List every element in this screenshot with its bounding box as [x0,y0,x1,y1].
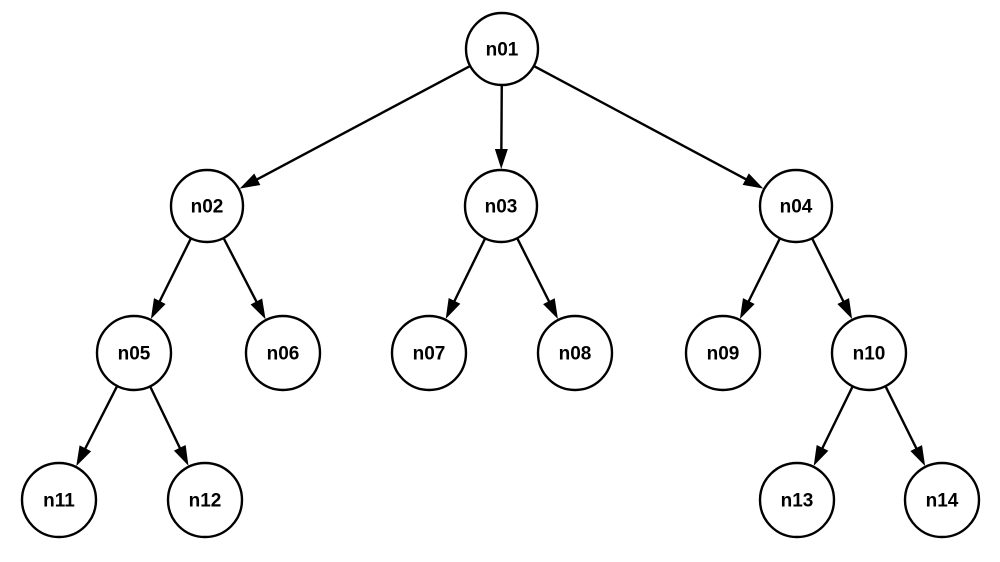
node-circle-n07[interactable] [390,314,468,392]
edge-n02-to-n06 [222,238,266,320]
arrow-head-icon [837,298,853,319]
node-circle-n10[interactable] [830,314,908,392]
edge-n05-to-n12 [149,386,189,466]
arrow-head-icon [76,445,92,467]
node-label-n08: n08 [559,344,592,365]
arrow-head-icon [910,445,926,466]
edge-n03-to-n07 [445,238,486,319]
node-circle-n02[interactable] [169,168,245,244]
node-n12[interactable]: n12 [166,461,244,539]
node-n14[interactable]: n14 [903,461,981,539]
edge-n03-to-n08 [516,238,558,320]
node-n13[interactable]: n13 [758,461,836,539]
arrow-head-icon [239,173,261,189]
edge-n05-to-n11 [76,386,118,467]
node-n04[interactable]: n04 [758,168,834,244]
arrow-head-icon [494,148,508,169]
node-n07[interactable]: n07 [390,314,468,392]
node-circle-n06[interactable] [244,314,322,392]
edge-n10-to-n13 [813,386,854,466]
node-label-n11: n11 [43,491,75,512]
edge-n04-to-n10 [811,238,853,319]
node-label-n10: n10 [853,344,886,365]
node-n03[interactable]: n03 [463,168,539,244]
nodes-layer: n01 n02 n03 n04 n05 n06 n07 n08 n09 n10 n11 n12 n13 n… [20,11,981,539]
node-label-n03: n03 [485,197,518,218]
node-n08[interactable]: n08 [536,314,614,392]
node-circle-n12[interactable] [166,461,244,539]
node-n10[interactable]: n10 [830,314,908,392]
arrow-head-icon [445,298,461,319]
arrow-head-icon [173,444,189,466]
arrow-head-icon [742,173,764,189]
arrow-head-icon [739,298,755,319]
arrow-head-icon [150,298,166,319]
node-label-n05: n05 [118,344,151,365]
node-n05[interactable]: n05 [95,314,173,392]
node-label-n09: n09 [707,344,740,365]
node-circle-n03[interactable] [463,168,539,244]
node-n11[interactable]: n11 [20,461,98,539]
node-circle-n04[interactable] [758,168,834,244]
edge-n01-to-n03 [494,85,508,169]
node-circle-n09[interactable] [684,314,762,392]
arrow-head-icon [813,445,829,466]
node-circle-n14[interactable] [903,461,981,539]
node-circle-n11[interactable] [20,461,98,539]
node-n02[interactable]: n02 [169,168,245,244]
node-label-n14: n14 [926,491,959,512]
node-label-n07: n07 [413,344,446,365]
node-label-n06: n06 [267,344,300,365]
node-circle-n01[interactable] [464,11,540,87]
edge-n10-to-n14 [884,386,926,466]
node-circle-n13[interactable] [758,461,836,539]
edge-n01-to-n04 [534,65,764,189]
arrow-head-icon [543,298,558,320]
node-circle-n08[interactable] [536,314,614,392]
node-n01[interactable]: n01 [464,11,540,87]
node-n09[interactable]: n09 [684,314,762,392]
edge-n01-to-n02 [239,65,470,189]
node-label-n01: n01 [486,40,519,61]
node-n06[interactable]: n06 [244,314,322,392]
node-label-n12: n12 [189,491,222,512]
node-label-n04: n04 [780,197,813,218]
node-label-n02: n02 [191,197,224,218]
edge-n02-to-n05 [150,238,192,319]
edges-layer [76,65,926,467]
node-circle-n05[interactable] [95,314,173,392]
node-label-n13: n13 [781,491,814,512]
arrow-head-icon [250,298,266,320]
edge-n04-to-n09 [739,238,781,319]
